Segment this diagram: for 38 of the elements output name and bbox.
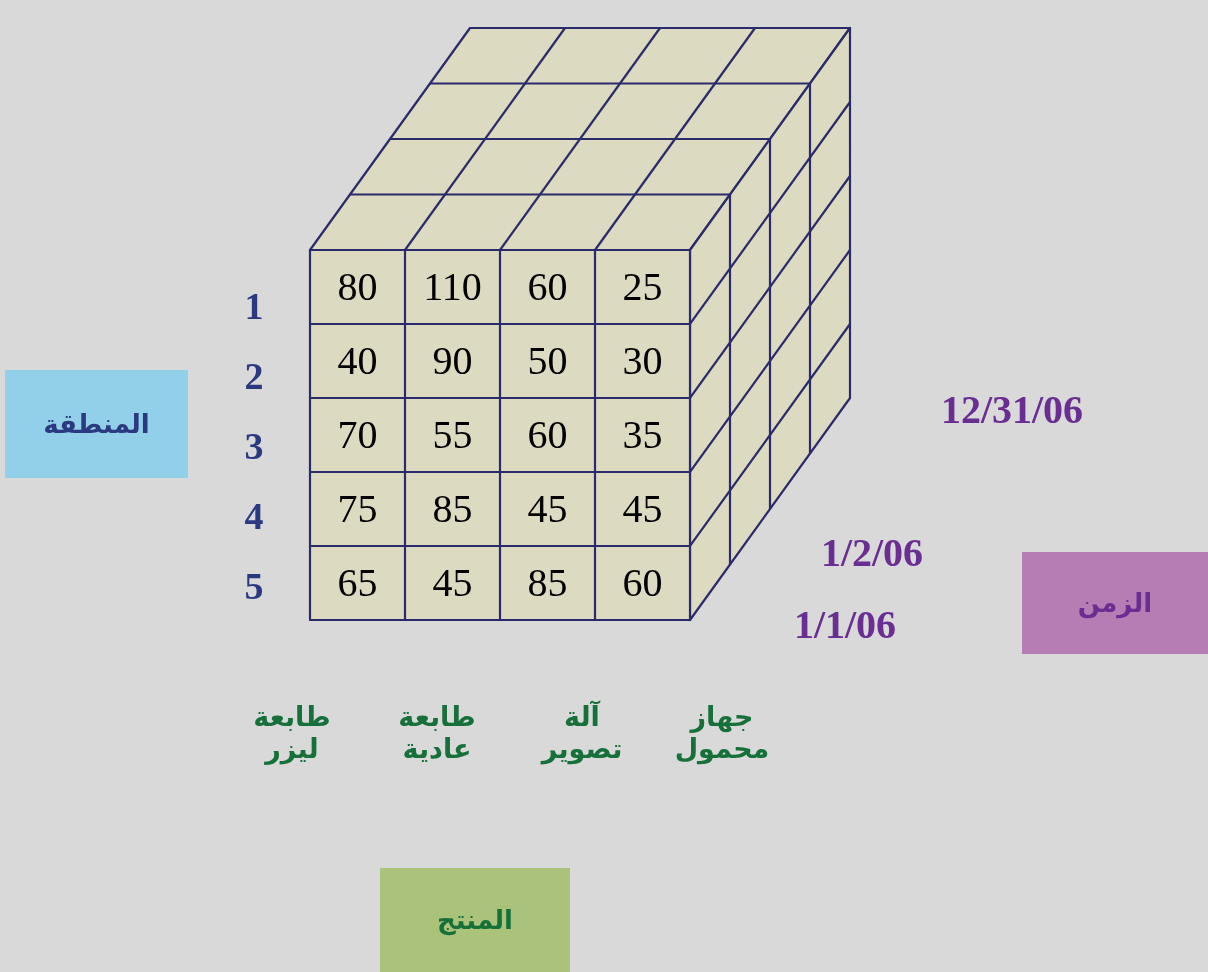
cell-value: 35 (622, 411, 663, 459)
cell-value: 45 (527, 485, 568, 533)
row-number: 1 (244, 284, 264, 330)
product-name: طابعة ليزر (252, 700, 332, 766)
row-number: 2 (244, 354, 264, 400)
cell-value: 80 (337, 263, 378, 311)
label-box (5, 370, 188, 478)
cell-value: 75 (337, 485, 378, 533)
cell-value: 85 (527, 559, 568, 607)
axis-title: الزمن (1077, 588, 1153, 618)
label-box (380, 868, 570, 972)
cell-value: 65 (337, 559, 378, 607)
cell-value: 70 (337, 411, 378, 459)
row-number: 4 (244, 494, 264, 540)
cell-value: 45 (432, 559, 473, 607)
cell-value: 25 (622, 263, 663, 311)
date-label: 1/2/06 (820, 529, 924, 577)
cell-value: 60 (527, 411, 568, 459)
axis-title: المنتج (436, 905, 514, 935)
cell-value: 30 (622, 337, 663, 385)
product-name: جهاز محمول (673, 700, 771, 766)
cell-value: 40 (337, 337, 378, 385)
row-number: 5 (244, 564, 264, 610)
row-number: 3 (244, 424, 264, 470)
cell-value: 85 (432, 485, 473, 533)
cell-value: 110 (423, 263, 482, 311)
label-box (1022, 552, 1208, 654)
cell-value: 60 (527, 263, 568, 311)
date-label: 1/1/06 (793, 601, 897, 649)
product-name: آلة تصوير (539, 700, 624, 766)
product-name: طابعة عادية (397, 700, 477, 766)
cell-value: 90 (432, 337, 473, 385)
cell-value: 55 (432, 411, 473, 459)
cell-value: 45 (622, 485, 663, 533)
date-label: 12/31/06 (940, 386, 1084, 434)
axis-title: المنطقة (43, 409, 150, 439)
cell-value: 50 (527, 337, 568, 385)
cell-value: 60 (622, 559, 663, 607)
